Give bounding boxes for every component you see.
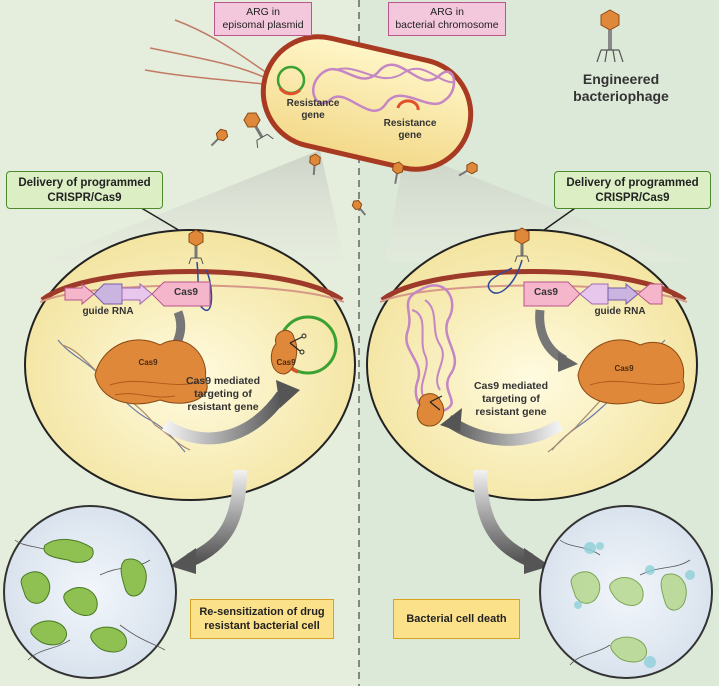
zoom-cone-left [40, 150, 345, 262]
phage-label-line2: bacteriophage [573, 88, 669, 104]
location-label-chromosome-line1: ARG in [430, 6, 464, 18]
outcome-box-right: Bacterial cell death [393, 599, 520, 639]
cas9-bound-plasmid [270, 329, 298, 375]
left-cell-zoom [24, 229, 356, 501]
phage-near-bacterium-5 [351, 199, 367, 216]
resistance-gene-plasmid-line2: gene [301, 110, 325, 121]
right-cell-zoom [366, 227, 698, 501]
targeting-label-left: Cas9 mediated targeting of resistant gen… [168, 375, 278, 414]
outcome-box-left: Re-sensitization of drug resistant bacte… [190, 599, 334, 639]
guide-rna-label-left: guide RNA [82, 306, 134, 317]
delivery-box-right-line1: Delivery of programmed [566, 177, 699, 189]
resistance-gene-plasmid-line1: Resistance [286, 98, 340, 109]
delivery-box-right: Delivery of programmed CRISPR/Cas9 [554, 171, 711, 209]
targeting-left-line1: Cas9 mediated [185, 375, 261, 387]
cas9-protein-label-left: Cas9 [138, 358, 158, 367]
zoom-cone-right [385, 150, 690, 262]
engineered-phage-label: Engineered bacteriophage [566, 71, 676, 105]
bacterium [144, 19, 474, 172]
phage-near-bacterium-1 [243, 112, 274, 148]
resistance-gene-chromosome-line1: Resistance [383, 118, 437, 129]
cell-membrane-left [40, 269, 344, 303]
cas9-protein-right [577, 339, 685, 405]
delivery-box-left: Delivery of programmed CRISPR/Cas9 [6, 171, 163, 209]
location-label-plasmid-line2: episomal plasmid [222, 19, 304, 31]
cas9-bound-label-left: Cas9 [276, 358, 296, 367]
delivery-box-left-line2: CRISPR/Cas9 [47, 192, 122, 204]
chromosome-top [312, 63, 456, 112]
targeting-left-line2: targeting of [194, 388, 252, 400]
outcome-left-line1: Re-sensitization of drug [199, 606, 325, 618]
right-culture-dish [539, 505, 713, 679]
cas9-protein-left [94, 339, 208, 405]
location-label-plasmid: ARG in episomal plasmid [214, 2, 312, 36]
cas9-gene-label-right: Cas9 [534, 287, 558, 298]
delivery-box-right-line2: CRISPR/Cas9 [595, 192, 670, 204]
targeting-label-right: Cas9 mediated targeting of resistant gen… [456, 380, 566, 419]
targeting-right-line1: Cas9 mediated [473, 380, 549, 392]
cas9-gene-label-left: Cas9 [174, 287, 198, 298]
cas9-bound-chromosome [416, 393, 445, 427]
cas9-gene-right [523, 281, 581, 307]
phage-label-line1: Engineered [582, 71, 660, 87]
phage-near-bacterium-6 [309, 153, 321, 176]
targeting-right-line3: resistant gene [475, 406, 547, 418]
location-label-chromosome: ARG in bacterial chromosome [388, 2, 506, 36]
location-label-plasmid-line1: ARG in [246, 6, 280, 18]
resistance-gene-label-chromosome: Resistance gene [377, 118, 443, 142]
outcome-arrow-right [473, 469, 533, 567]
targeting-left-line3: resistant gene [187, 401, 259, 413]
outcome-right-text: Bacterial cell death [406, 613, 507, 625]
location-label-chromosome-line2: bacterial chromosome [395, 19, 499, 31]
phage-near-bacterium-3 [392, 161, 404, 184]
outcome-left-line2: resistant bacterial cell [204, 620, 320, 632]
cas9-gene-left [151, 281, 211, 307]
engineered-phage-icon [596, 9, 624, 63]
targeting-right-line2: targeting of [482, 393, 540, 405]
left-culture-dish [3, 505, 177, 679]
phage-near-bacterium-2 [210, 128, 229, 147]
resistance-gene-label-plasmid: Resistance gene [280, 98, 346, 122]
cas9-protein-label-right: Cas9 [614, 364, 634, 373]
delivery-box-left-line1: Delivery of programmed [18, 177, 151, 189]
chromosome-target [405, 284, 457, 414]
phage-near-bacterium-4 [458, 161, 478, 177]
guide-rna-label-right: guide RNA [594, 306, 646, 317]
resistance-gene-chromosome-line2: gene [398, 130, 422, 141]
outcome-arrow-left [187, 469, 247, 567]
